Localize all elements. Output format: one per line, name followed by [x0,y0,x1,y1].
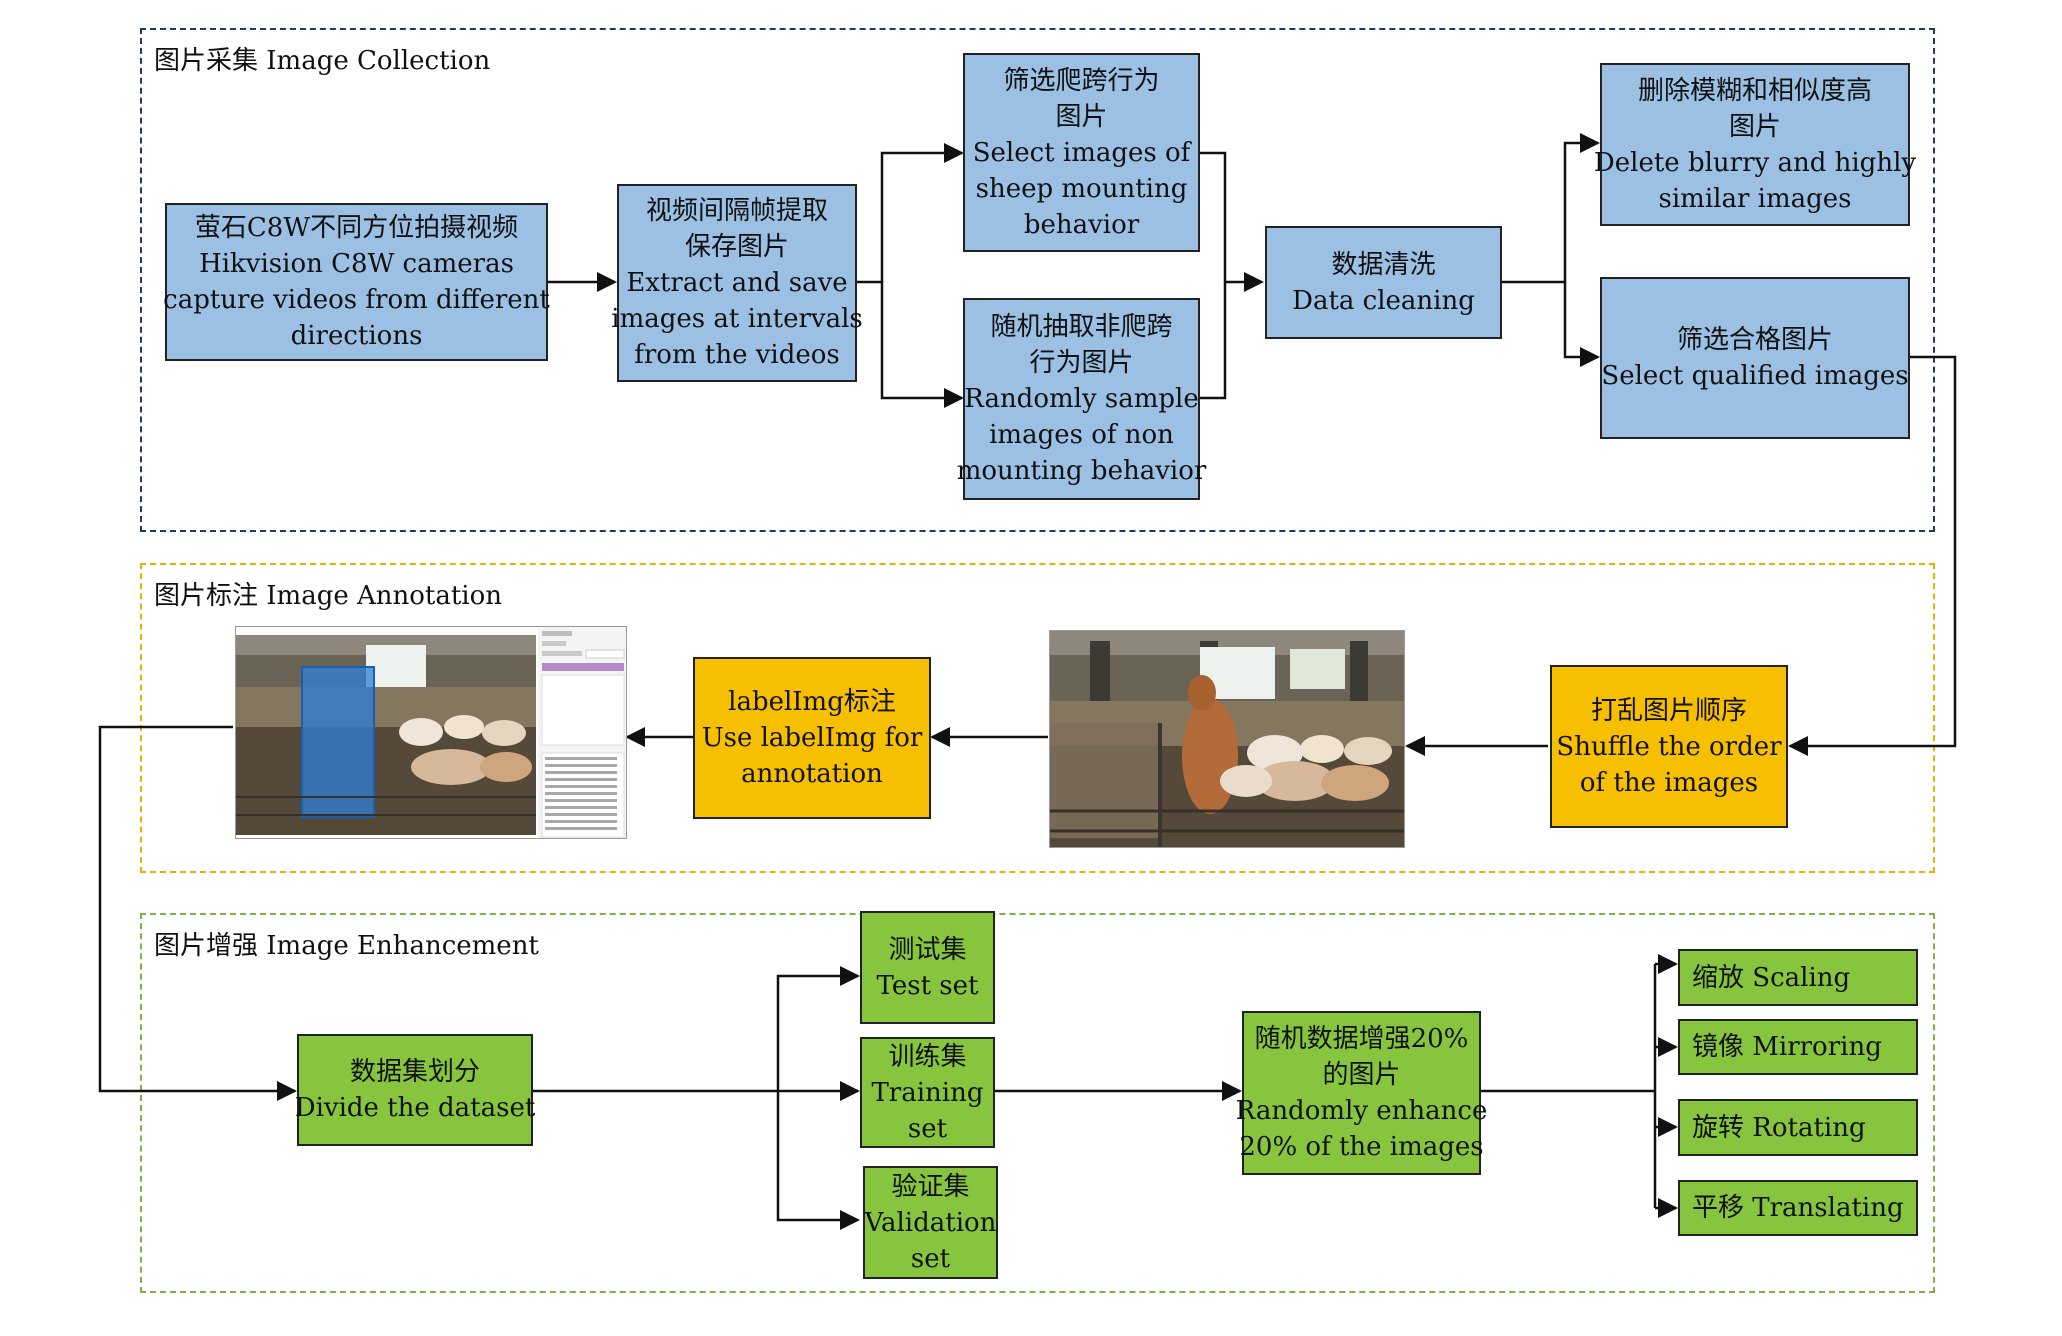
scaling-box: 缩放 Scaling [1678,949,1918,1006]
delete-blurry-box: 删除模糊和相似度高 图片 Delete blurry and highly si… [1594,63,1916,226]
image-collection-section: 图片采集 Image Collection [140,28,1935,532]
image-collection-title: 图片采集 Image Collection [154,46,491,76]
image-enhancement-title: 图片增强 Image Enhancement [154,931,539,961]
training-set-box: 训练集 Training set [860,1037,995,1148]
validation-set-box: 验证集 Validation set [863,1166,998,1279]
labelimg-screenshot [235,626,627,839]
labelimg-screenshot-illustration [236,627,626,838]
test-set-box: 测试集 Test set [860,911,995,1024]
rotating-box: 旋转 Rotating [1678,1099,1918,1156]
arrow-extract-to-mounting [857,143,964,284]
sample-non-mounting-box: 随机抽取非爬跨 行为图片 Randomly sample images of n… [957,298,1206,500]
arrow-extract-to-nonmounting [880,282,964,408]
data-cleaning-box: 数据清洗 Data cleaning [1265,226,1502,339]
select-qualified-box: 筛选合格图片 Select qualified images [1600,277,1910,439]
image-annotation-section: 图片标注 Image Annotation [140,563,1935,873]
random-enhance-box: 随机数据增强20% 的图片 Randomly enhance 20% of th… [1236,1011,1487,1175]
image-annotation-title: 图片标注 Image Annotation [154,581,503,611]
arrow-qualified-to-shuffle [1788,355,1957,756]
shuffle-order-box: 打乱图片顺序 Shuffle the order of the images [1550,665,1788,828]
select-mounting-box: 筛选爬跨行为 图片 Select images of sheep mountin… [963,53,1200,252]
sheep-pen-photo-illustration [1050,631,1404,847]
arrow-nonmounting-to-cleaning [1200,282,1227,400]
arrow-cleaning-to-delete [1502,133,1600,284]
sheep-pen-photo [1049,630,1405,848]
mirroring-box: 镜像 Mirroring [1678,1019,1918,1075]
labelimg-annotation-box: labelImg标注 Use labelImg for annotation [693,657,931,819]
arrow-mounting-to-cleaning [1200,151,1264,292]
arrow-cleaning-to-qualified [1563,282,1600,367]
divide-dataset-box: 数据集划分 Divide the dataset [295,1034,535,1146]
arrow-screenshot-to-divide [98,725,297,1101]
arrow-divide-to-test [776,966,860,1091]
translating-box: 平移 Translating [1678,1180,1918,1236]
capture-videos-box: 萤石C8W不同方位拍摄视频 Hikvision C8W cameras capt… [163,203,550,361]
extract-frames-box: 视频间隔帧提取 保存图片 Extract and save images at … [611,184,863,382]
arrow-divide-to-validation [776,1091,860,1230]
image-enhancement-section: 图片增强 Image Enhancement [140,913,1935,1293]
